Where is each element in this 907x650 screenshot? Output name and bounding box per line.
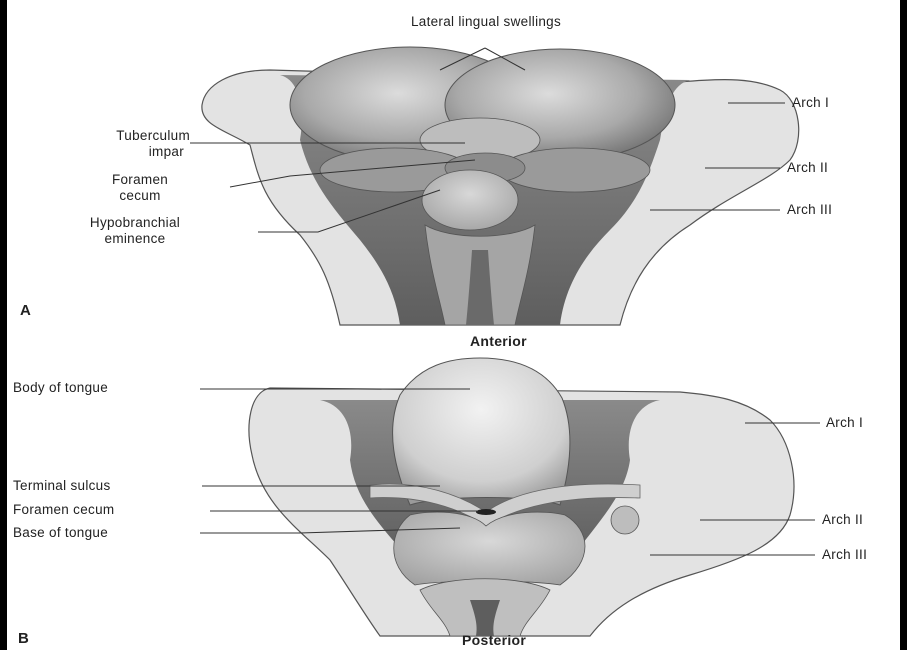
caption-anterior: Anterior	[470, 333, 527, 349]
panel-a-drawing	[202, 47, 799, 325]
label-arch-ii-b: Arch II	[822, 512, 863, 528]
label-arch-iii-b: Arch III	[822, 547, 867, 563]
label-terminal-sulcus: Terminal sulcus	[13, 478, 111, 494]
label-tuberculum-impar: Tuberculum impar	[40, 128, 190, 160]
panel-letter-a: A	[20, 302, 31, 319]
hypobranchial-eminence-shape	[422, 170, 518, 230]
label-arch-iii-a: Arch III	[787, 202, 832, 218]
label-foramen-line-1: Foramen	[70, 172, 210, 188]
label-arch-i-a: Arch I	[792, 95, 829, 111]
panel-letter-b: B	[18, 630, 29, 647]
base-of-tongue-shape	[394, 512, 585, 585]
label-arch-i-b: Arch I	[826, 415, 863, 431]
caption-posterior: Posterior	[462, 632, 526, 648]
label-hypobranchial-line-2: eminence	[20, 231, 250, 247]
panel-b-drawing	[249, 358, 794, 636]
body-of-tongue-shape	[393, 358, 570, 505]
label-base-of-tongue: Base of tongue	[13, 525, 108, 541]
label-lateral-lingual-swellings: Lateral lingual swellings	[336, 14, 636, 30]
label-tuberculum-line-2: impar	[40, 144, 190, 160]
label-foramen-cecum-a: Foramen cecum	[70, 172, 210, 204]
label-hypobranchial-eminence: Hypobranchial eminence	[20, 215, 250, 247]
foramen-cecum-shape	[476, 509, 496, 515]
label-arch-ii-a: Arch II	[787, 160, 828, 176]
label-foramen-cecum-b: Foramen cecum	[13, 502, 114, 518]
label-tuberculum-line-1: Tuberculum	[40, 128, 190, 144]
label-hypobranchial-line-1: Hypobranchial	[20, 215, 250, 231]
label-foramen-line-2: cecum	[70, 188, 210, 204]
label-body-of-tongue: Body of tongue	[13, 380, 108, 396]
